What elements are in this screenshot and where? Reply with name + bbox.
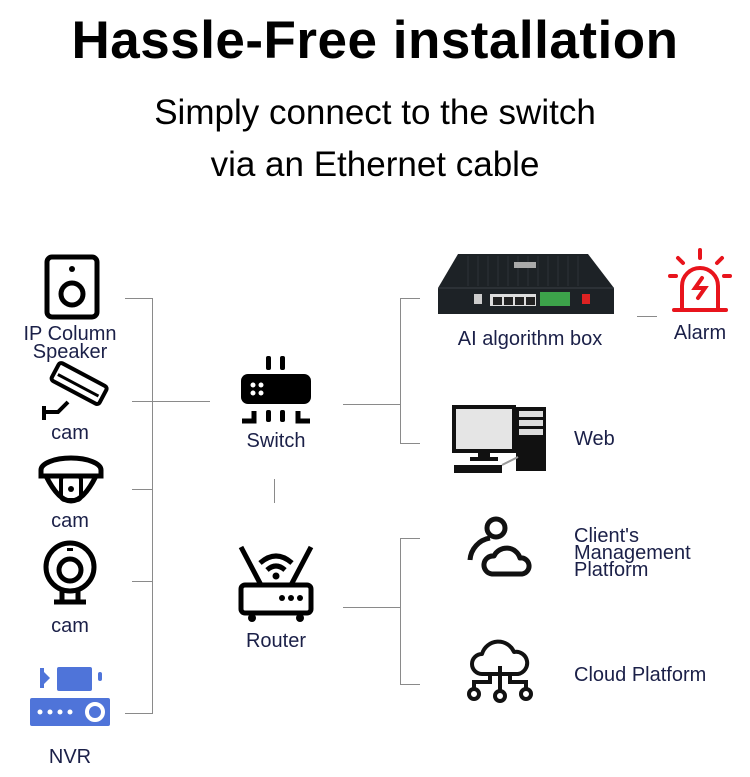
dome-camera-icon (38, 455, 104, 504)
webcam-icon (43, 540, 97, 605)
alarm-label: Alarm (673, 322, 727, 344)
client-platform-label: Client's Management Platform (574, 525, 691, 581)
nvr-icon (30, 667, 110, 726)
cam-label-2: cam (51, 510, 89, 532)
cam-label-1: cam (51, 422, 89, 444)
ai-box-label: AI algorithm box (457, 328, 603, 350)
computer-icon (452, 405, 546, 473)
cloud-platform-label: Cloud Platform (574, 664, 707, 686)
subtitle-line-2: via an Ethernet cable (210, 145, 540, 184)
subtitle-line-1: Simply connect to the switch (154, 93, 596, 132)
ai-box-image (438, 254, 614, 314)
user-cloud-icon (467, 516, 532, 577)
router-label: Router (245, 630, 307, 652)
router-icon (238, 545, 314, 622)
bullet-camera-icon (42, 361, 109, 420)
page-title: Hassle-Free installation (71, 11, 679, 70)
switch-label: Switch (246, 430, 306, 452)
speaker-label: IP Column Speaker (23, 323, 117, 363)
web-label: Web (574, 428, 615, 450)
cloud-network-icon (467, 639, 533, 703)
cam-label-3: cam (51, 615, 89, 637)
speaker-icon (44, 254, 100, 320)
nvr-label: NVR (48, 746, 92, 768)
switch-icon (241, 356, 311, 424)
alarm-icon (668, 248, 732, 312)
